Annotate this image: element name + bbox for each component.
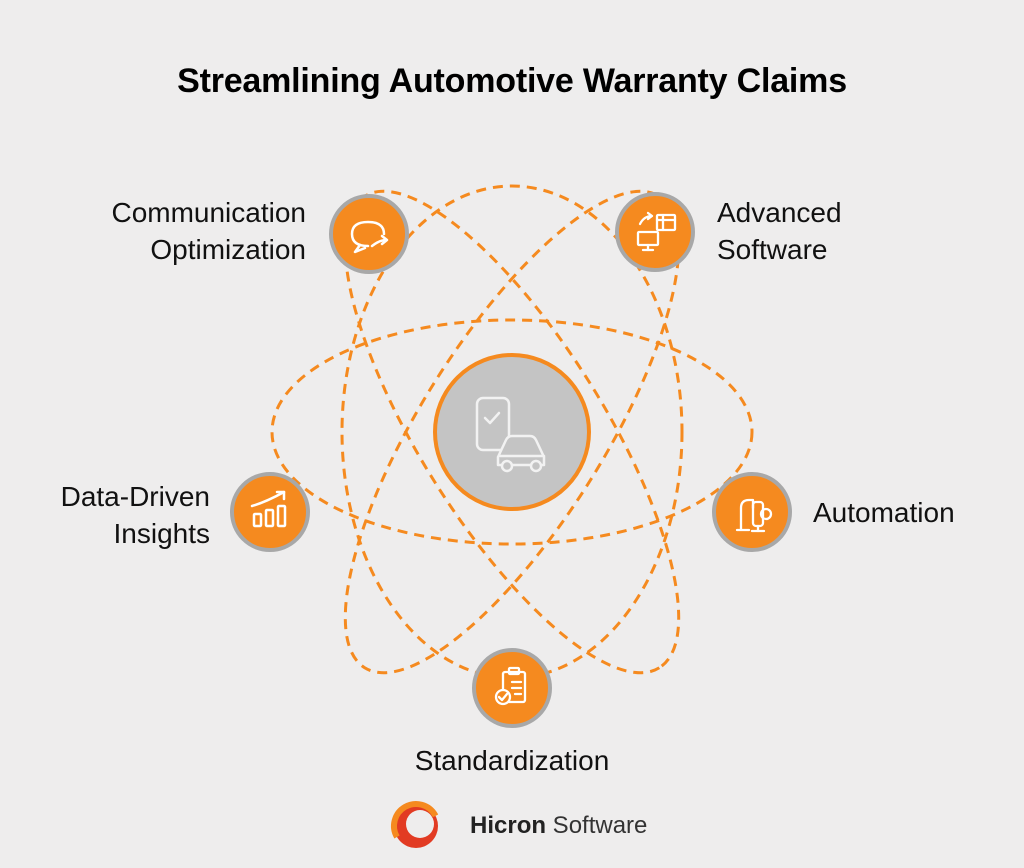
- clipboard-check-icon: [494, 666, 527, 706]
- node-automation: [712, 472, 792, 552]
- label-line: Advanced: [717, 197, 842, 228]
- node-standardization: [472, 648, 552, 728]
- bar-chart-trend-icon: [250, 490, 287, 528]
- robotic-arm-icon: [735, 498, 773, 533]
- computer-sync-icon: [636, 211, 677, 252]
- orbit-horizontal: [270, 318, 754, 546]
- label-advanced-software: Advanced Software: [717, 194, 977, 268]
- logo-brand: Hicron: [470, 812, 547, 839]
- page-title: Streamlining Automotive Warranty Claims: [177, 62, 847, 100]
- label-data-driven-insights: Data-Driven Insights: [20, 478, 210, 552]
- node-advanced-software: [615, 192, 695, 272]
- label-communication-optimization: Communication Optimization: [40, 194, 306, 268]
- label-line: Communication: [111, 197, 306, 228]
- node-data-driven-insights: [230, 472, 310, 552]
- center-node: [433, 353, 591, 511]
- label-line: Data-Driven: [60, 481, 210, 512]
- logo-suffix: Software: [546, 812, 648, 839]
- node-communication: [329, 194, 409, 274]
- phone-and-car-icon: [475, 396, 546, 473]
- label-line: Optimization: [150, 234, 306, 265]
- hicron-logo-text: Hicron Software: [470, 812, 647, 840]
- label-automation: Automation: [813, 494, 1013, 531]
- label-line: Software: [717, 234, 828, 265]
- label-line: Automation: [813, 497, 955, 528]
- label-standardization: Standardization: [330, 742, 694, 779]
- hicron-logo-mark: [390, 801, 441, 851]
- chat-bubble-arrow-icon: [350, 220, 389, 254]
- label-line: Insights: [113, 518, 211, 549]
- label-line: Standardization: [414, 745, 610, 776]
